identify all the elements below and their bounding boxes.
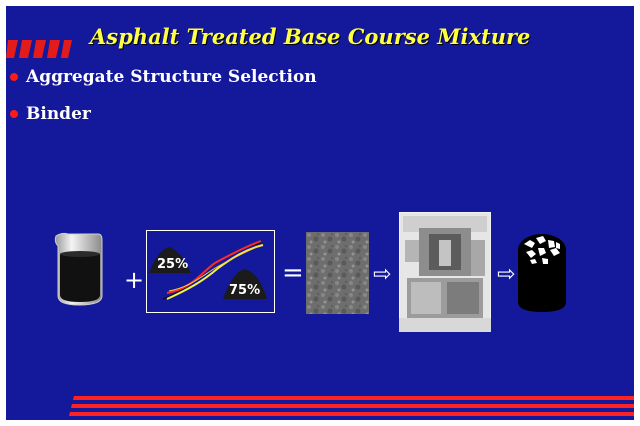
arrow-1: ⇨	[373, 262, 392, 287]
accent-lines	[69, 396, 634, 416]
percent-label-25: 25%	[157, 257, 188, 272]
gradation-chart: 25% 75%	[149, 240, 267, 300]
gradation-curve-orange	[168, 244, 262, 292]
bullet-text: Binder	[26, 104, 91, 124]
bullet-dot	[10, 110, 18, 118]
mixture-photo	[306, 232, 369, 314]
title-bars-decoration	[6, 40, 72, 58]
bullet-binder: Binder	[10, 104, 91, 124]
compactor-machine-photo	[399, 212, 491, 332]
slide: Asphalt Treated Base Course Mixture Aggr…	[6, 6, 634, 420]
aggregate-pile-icon	[149, 247, 191, 273]
aggregate-pile-icon	[223, 269, 267, 299]
plus-sign: +	[124, 266, 145, 294]
binder-beaker-icon	[54, 232, 103, 306]
percent-label-75: 75%	[229, 283, 260, 298]
aggregate-gradation-box: 25% 75%	[146, 230, 275, 313]
bullet-dot	[10, 73, 18, 81]
slide-title: Asphalt Treated Base Course Mixture	[90, 24, 531, 49]
bullet-aggregate: Aggregate Structure Selection	[10, 67, 317, 87]
arrow-2: ⇨	[497, 262, 516, 287]
equals-sign: =	[282, 258, 304, 288]
gradation-curve-yellow	[166, 244, 264, 300]
bullet-text: Aggregate Structure Selection	[26, 67, 317, 87]
specimen-cylinder-icon	[518, 234, 566, 312]
